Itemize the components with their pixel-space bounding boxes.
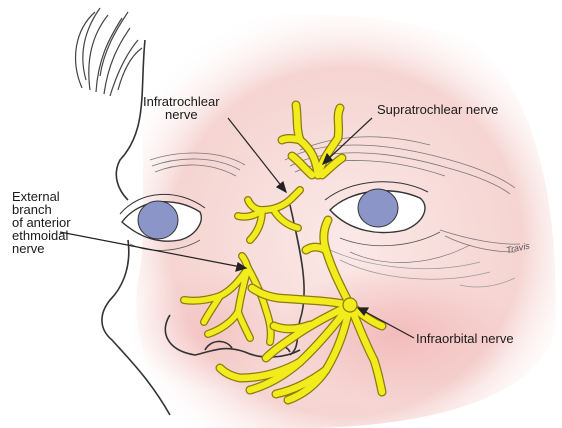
hair: [76, 8, 142, 96]
ethmoidal-nerve-label: External branch of anterior ethmoidal ne…: [12, 190, 71, 255]
supratrochlear-nerve-label: Supratrochlear nerve: [377, 103, 498, 116]
infratrochlear-nerve-label: Infratrochlear nerve: [143, 95, 220, 121]
infraorbital-nerve-label: Infraorbital nerve: [416, 332, 514, 345]
